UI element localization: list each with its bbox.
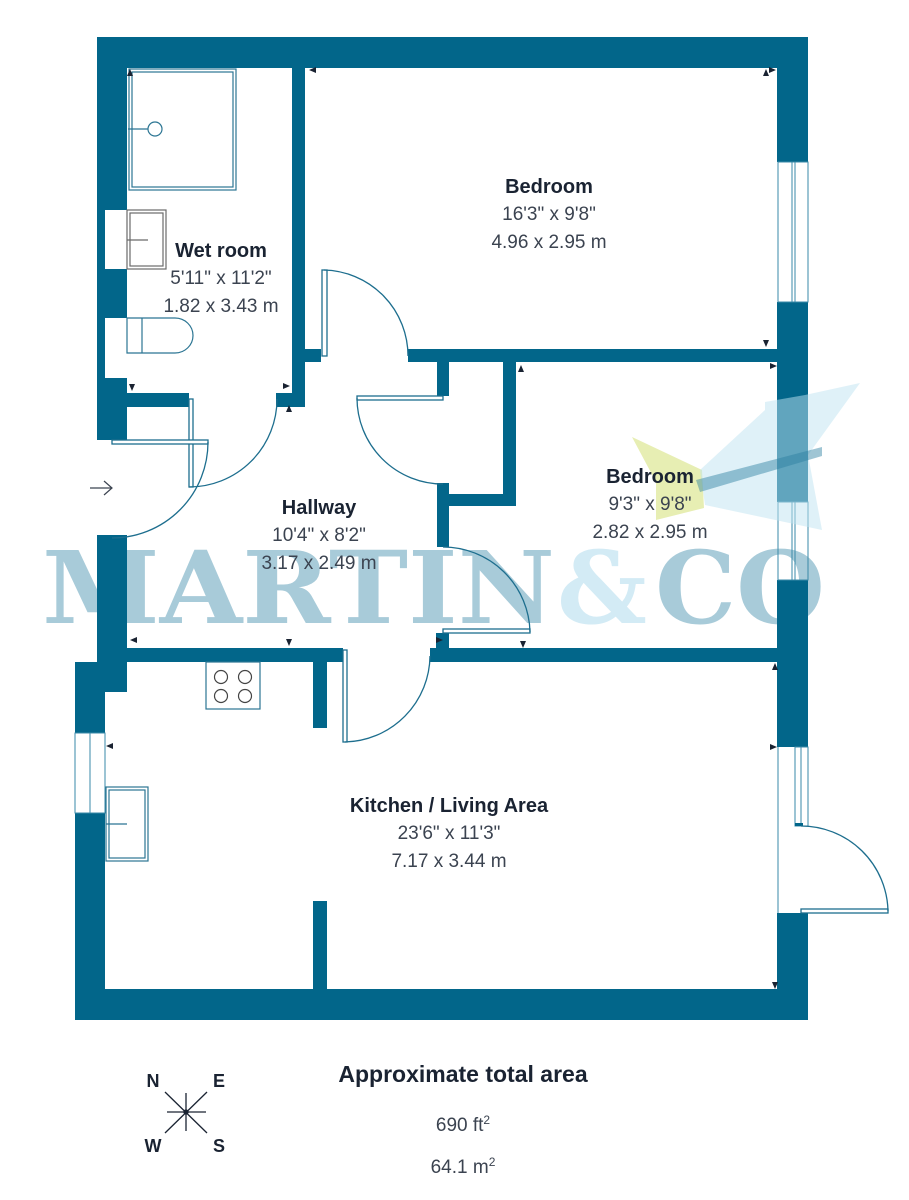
- wall-cupboard-bottom: [449, 494, 516, 506]
- total-area-imperial: 690 ft2: [263, 1106, 663, 1140]
- total-area-imperial-value: 690 ft: [435, 1115, 484, 1136]
- wall-bedroom2-left: [437, 483, 449, 547]
- fixtures: [105, 68, 261, 862]
- door-kitchen-exterior: [800, 825, 889, 914]
- compass-west-label: W: [144, 1136, 162, 1156]
- wetroom-sink: [126, 209, 167, 270]
- wall-cupboard-right: [503, 362, 516, 506]
- wall-right-1: [777, 37, 808, 162]
- wall-right-3: [777, 580, 808, 747]
- total-area-metric: 64.1 m2: [263, 1148, 663, 1182]
- superscript: 2: [488, 1155, 496, 1169]
- dimension-markers: [106, 67, 778, 989]
- wall-bedrooms-divider: [408, 349, 778, 362]
- watermark: MARTIN & CO: [42, 529, 825, 647]
- wall-kitchen-left-1: [75, 662, 105, 733]
- doors: [111, 269, 889, 914]
- window-kitchen-left: [74, 732, 106, 814]
- total-area-title: Approximate total area: [338, 1061, 588, 1087]
- wall-wetroom-right: [292, 68, 305, 407]
- brand-emblem-icon: [632, 383, 860, 530]
- wall-kitchen-left-2: [75, 813, 105, 1020]
- window-wetroom-1: [105, 210, 127, 269]
- watermark-text-ampersand: &: [557, 529, 647, 647]
- total-area-metric-value: 64.1 m: [430, 1157, 489, 1178]
- door-entrance: [111, 439, 209, 539]
- wall-bedroom-door-stub: [305, 349, 321, 362]
- windows: [74, 161, 809, 913]
- compass-east-label: E: [212, 1071, 225, 1091]
- compass-south-label: S: [212, 1136, 225, 1156]
- hob: [205, 661, 261, 710]
- window-wetroom-2: [105, 318, 127, 378]
- window-kitchen-right: [777, 746, 809, 913]
- wall-top: [97, 37, 808, 68]
- wall-kitchen-stub-top: [313, 662, 327, 728]
- wall-wetroom-bottom: [127, 393, 189, 407]
- wall-bottom: [75, 989, 808, 1020]
- shower-tray: [128, 68, 237, 191]
- compass-north-label: N: [146, 1071, 160, 1091]
- wall-kitchen-top-left: [127, 648, 343, 662]
- kitchen-sink: [105, 786, 149, 862]
- wall-bedroom2-jamb: [436, 633, 449, 648]
- wall-cupboard-left: [437, 362, 449, 396]
- window-bedroom1: [777, 161, 809, 303]
- door-bedroom1: [321, 269, 409, 357]
- wall-wetroom-jamb: [276, 393, 305, 407]
- door-cupboard: [356, 395, 444, 485]
- wall-kitchen-stub-bottom: [313, 901, 327, 989]
- door-kitchen: [342, 649, 431, 743]
- toilet: [126, 317, 194, 354]
- compass-icon: [164, 1091, 208, 1134]
- wall-kitchen-top-right: [430, 648, 778, 662]
- arrow-right-icon: [90, 480, 113, 496]
- superscript: 2: [483, 1113, 491, 1127]
- shower-drain-icon: [147, 121, 163, 137]
- watermark-text-martin: MARTIN: [42, 529, 555, 647]
- door-bedroom2: [442, 546, 531, 634]
